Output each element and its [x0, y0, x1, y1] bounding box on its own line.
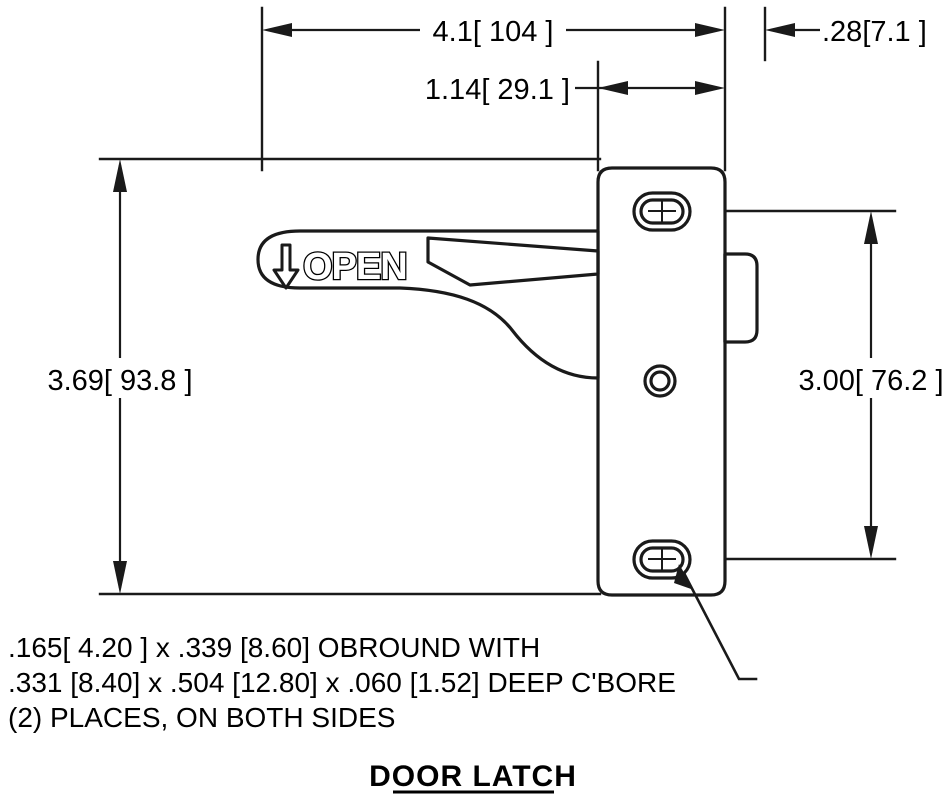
leader-line-path [683, 573, 758, 681]
arrowhead-spacing-bottom [864, 526, 878, 559]
down-arrow-icon [272, 243, 300, 290]
open-label: OPEN [303, 246, 407, 288]
dim-label-tab-depth: .28[7.1 ] [822, 16, 927, 48]
latch-tab [723, 252, 759, 344]
dim-label-hole-spacing: 3.00[ 76.2 ] [798, 365, 943, 397]
dimension-overall-height: 3.69[ 93.8 ] [47, 159, 193, 594]
dimension-overall-width: 4.1[ 104 ] [262, 16, 725, 48]
arrowhead-left [262, 23, 292, 37]
leader-arrowhead [674, 564, 694, 590]
dimension-tab-depth: .28[7.1 ] [765, 16, 927, 48]
notes-block: .165[ 4.20 ] x .339 [8.60] OBROUND WITH … [8, 632, 676, 733]
arrowhead-height-top [113, 159, 127, 192]
latch-tab-outline [723, 252, 759, 344]
note-line-2: .331 [8.40] x .504 [12.80] x .060 [1.52]… [8, 667, 676, 698]
arrowhead-spacing-top [864, 211, 878, 244]
dimension-plate-width: 1.14[ 29.1 ] [425, 74, 725, 106]
open-label-group: OPEN [272, 243, 409, 290]
spindle-hole-inner [649, 370, 671, 392]
note-line-3: (2) PLACES, ON BOTH SIDES [8, 702, 395, 733]
upper-obround-slot [632, 191, 692, 232]
latch-handle [256, 229, 600, 380]
dimension-hole-spacing: 3.00[ 76.2 ] [798, 211, 944, 559]
arrowhead-tab [765, 23, 795, 37]
dim-label-overall-width: 4.1[ 104 ] [433, 16, 554, 48]
handle-outline [256, 229, 600, 380]
note-leader [674, 564, 758, 681]
lower-obround-slot [632, 539, 692, 580]
dim-label-overall-height: 3.69[ 93.8 ] [47, 365, 192, 397]
arrowhead-plate-right [695, 81, 725, 95]
handle-recess [426, 236, 600, 287]
arrowhead-height-bottom [113, 561, 127, 594]
spindle-hole [643, 364, 677, 398]
arrowhead-plate-left [598, 81, 628, 95]
arrowhead-right [695, 23, 725, 37]
note-line-1: .165[ 4.20 ] x .339 [8.60] OBROUND WITH [8, 632, 540, 663]
drawing-title-block: DOOR LATCH [369, 760, 577, 794]
dim-label-plate-width: 1.14[ 29.1 ] [425, 74, 570, 106]
drawing-title: DOOR LATCH [369, 760, 577, 793]
